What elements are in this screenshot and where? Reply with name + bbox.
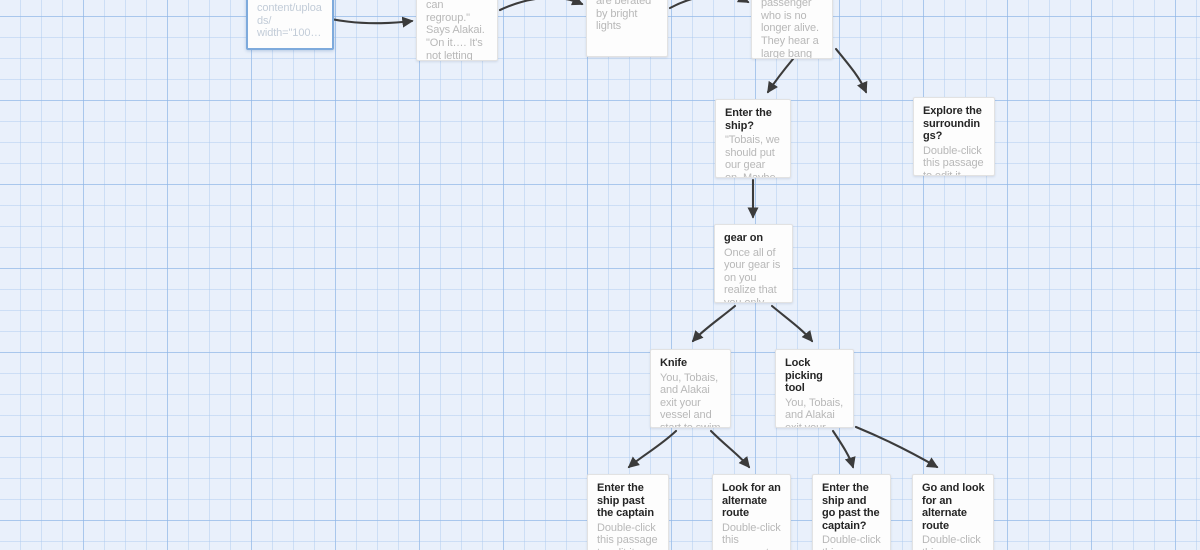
- passage-title: Go and look for an alternate route: [922, 482, 985, 532]
- link-knife-to-entership-past: [627, 429, 678, 469]
- explore-the-surroundings-passage[interactable]: Explore the surroundings?Double-click th…: [913, 97, 995, 176]
- pull-up-passage[interactable]: Tobais, pull up so we can regroup." Says…: [416, 0, 498, 61]
- passage-title: Explore the surroundings?: [923, 105, 982, 143]
- passage-excerpt: Once all of your gear is on you realize …: [724, 246, 781, 303]
- enter-the-ship-and-go-past-the-captain-passage[interactable]: Enter the ship and go past the captain? D…: [812, 474, 891, 550]
- passage-excerpt: enters the crack they are berated by bri…: [596, 0, 652, 33]
- passage-title: Lock picking tool: [785, 357, 823, 395]
- passage-excerpt: "Tobais, we should put our gear on. Mayb…: [725, 134, 780, 178]
- passage-excerpt: Double-click this passage to edit it.: [922, 534, 983, 550]
- link-knife-to-lookfor: [709, 429, 751, 469]
- passage-excerpt: Tobais, pull up so we can regroup." Says…: [426, 0, 485, 61]
- passage-excerpt: Double-click this passage to edit it.: [923, 144, 984, 176]
- passage-excerpt: It contains one passenger who is no long…: [761, 0, 820, 59]
- link-lockpick-to-entershipgopast: [831, 429, 856, 469]
- link-crack-to-bang: [668, 0, 750, 10]
- link-lockpick-to-goandlook: [854, 425, 939, 469]
- passage-excerpt: Double-click this passage to edit it.: [822, 534, 881, 550]
- passage-title: Knife: [660, 357, 688, 369]
- link-gearon-to-knife: [691, 304, 737, 343]
- passage-excerpt: You, Tobais, and Alakai exit your vessel…: [660, 371, 721, 428]
- link-gearon-to-lockpick: [770, 304, 814, 343]
- passage-excerpt: Double-click this passage to edit it.: [597, 521, 658, 550]
- passage-excerpt: Double-click this passage to edit it.: [722, 521, 781, 550]
- link-pullup-to-crack: [498, 0, 584, 12]
- passage-title: gear on: [724, 232, 764, 244]
- image-passage[interactable]: src="http://joline content/uploads/ widt…: [246, 0, 334, 50]
- passage-excerpt: You, Tobais, and Alakai exit your vessel…: [785, 396, 844, 428]
- large-bang-passage[interactable]: It contains one passenger who is no long…: [751, 0, 833, 59]
- link-bang-to-entership: [834, 47, 868, 94]
- passage-title: Enter the ship past the captain: [597, 482, 654, 520]
- gear-on-passage[interactable]: gear on Once all of your gear is on you r…: [714, 224, 793, 303]
- link-bang-to-explore: [766, 57, 795, 94]
- passage-title: Enter the ship and go past the captain?: [822, 482, 880, 532]
- passage-excerpt: src="http://joline content/uploads/ widt…: [257, 0, 322, 40]
- enters-the-crack-passage[interactable]: enters the crack they are berated by bri…: [586, 0, 668, 57]
- passage-title: Enter the ship?: [725, 107, 772, 132]
- enter-the-ship-passage[interactable]: Enter the ship?"Tobais, we should put ou…: [715, 99, 791, 178]
- passage-title: Look for an alternate route: [722, 482, 781, 520]
